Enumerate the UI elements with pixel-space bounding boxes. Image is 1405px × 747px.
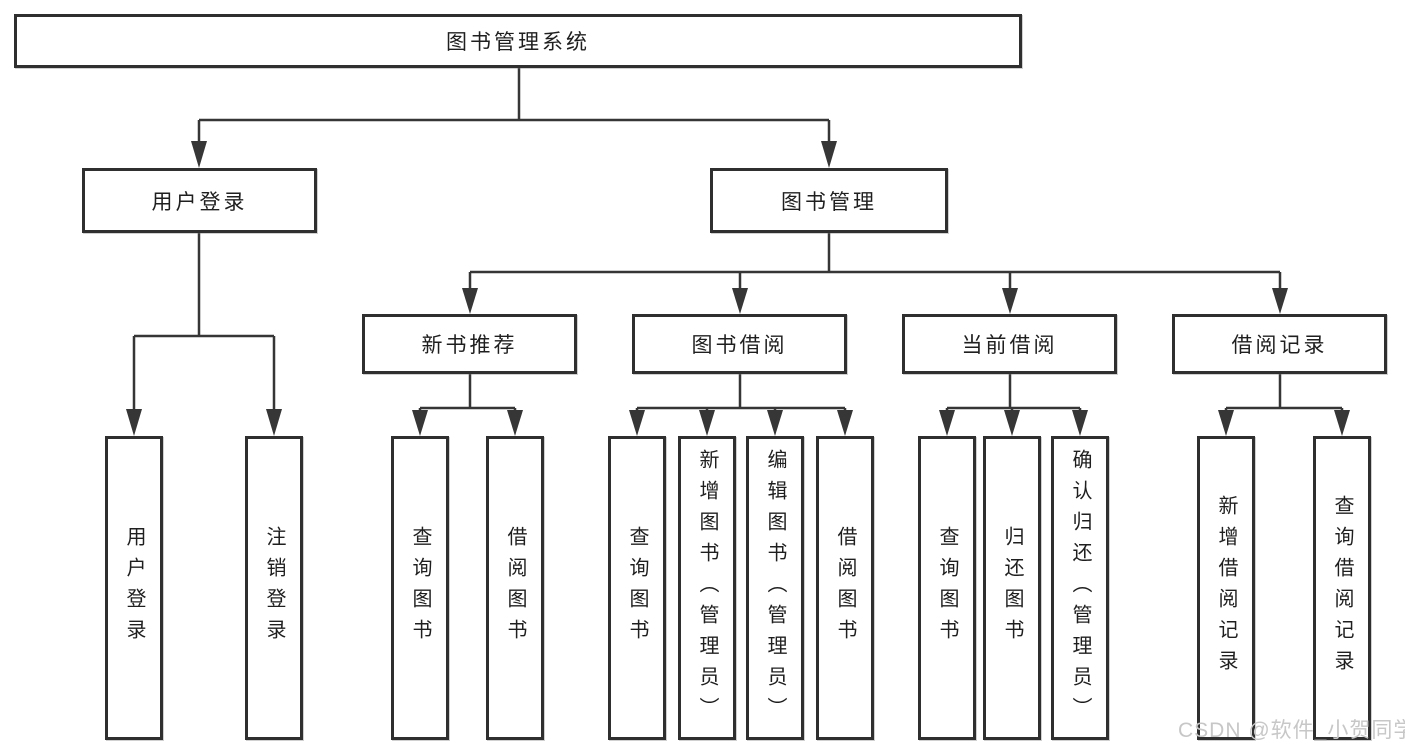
node-book-borrow: 图书借阅 <box>632 314 847 374</box>
leaf-label: 查询图书 <box>409 526 431 650</box>
leaf-edit-books-admin: 编辑图书（管理员） <box>746 436 804 740</box>
node-borrow-records: 借阅记录 <box>1172 314 1387 374</box>
node-user-login: 用户登录 <box>82 168 317 233</box>
leaf-label: 借阅图书 <box>504 526 526 650</box>
leaf-label: 新增图书（管理员） <box>696 448 718 728</box>
node-current-borrow: 当前借阅 <box>902 314 1117 374</box>
leaf-add-borrow-record: 新增借阅记录 <box>1197 436 1255 740</box>
leaf-label: 新增借阅记录 <box>1215 495 1237 681</box>
leaf-label: 用户登录 <box>123 526 145 650</box>
leaf-label: 确认归还（管理员） <box>1069 448 1091 728</box>
leaf-logout: 注销登录 <box>245 436 303 740</box>
csdn-watermark: CSDN @软件_小贺同学 <box>1178 719 1405 742</box>
leaf-query-books-recommend: 查询图书 <box>391 436 449 740</box>
leaf-confirm-return-admin: 确认归还（管理员） <box>1051 436 1109 740</box>
leaf-query-books-current: 查询图书 <box>918 436 976 740</box>
leaf-label: 查询借阅记录 <box>1331 495 1353 681</box>
leaf-label: 注销登录 <box>263 526 285 650</box>
leaf-user-login: 用户登录 <box>105 436 163 740</box>
leaf-label: 查询图书 <box>936 526 958 650</box>
leaf-query-borrow-record: 查询借阅记录 <box>1313 436 1371 740</box>
node-new-book-recommend: 新书推荐 <box>362 314 577 374</box>
leaf-label: 归还图书 <box>1001 526 1023 650</box>
leaf-label: 编辑图书（管理员） <box>764 448 786 728</box>
leaf-label: 借阅图书 <box>834 526 856 650</box>
node-label: 新书推荐 <box>421 334 518 357</box>
node-label: 当前借阅 <box>961 334 1058 357</box>
leaf-query-books-borrow: 查询图书 <box>608 436 666 740</box>
leaf-add-books-admin: 新增图书（管理员） <box>678 436 736 740</box>
node-book-management: 图书管理 <box>710 168 948 233</box>
node-label: 用户登录 <box>151 190 248 214</box>
node-label: 图书管理系统 <box>446 31 590 54</box>
leaf-return-books: 归还图书 <box>983 436 1041 740</box>
node-label: 借阅记录 <box>1231 334 1328 357</box>
node-label: 图书借阅 <box>691 334 788 357</box>
node-label: 图书管理 <box>781 190 877 214</box>
node-root-library-system: 图书管理系统 <box>14 14 1022 68</box>
leaf-label: 查询图书 <box>626 526 648 650</box>
leaf-borrow-books-recommend: 借阅图书 <box>486 436 544 740</box>
arrowhead-icons <box>126 141 1350 436</box>
leaf-borrow-books: 借阅图书 <box>816 436 874 740</box>
